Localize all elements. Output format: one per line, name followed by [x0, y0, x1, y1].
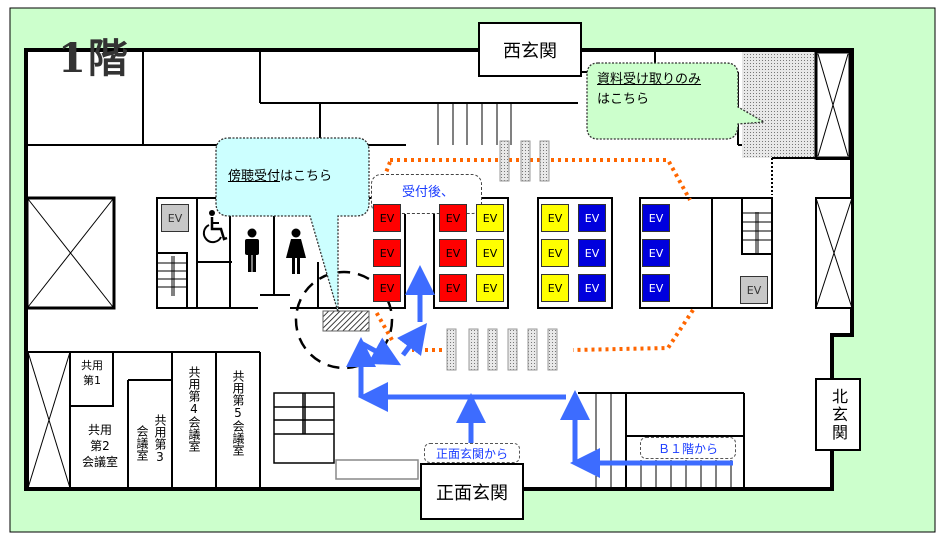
- elevator-banks: [372, 197, 773, 309]
- shared-room-3-line1: 共用第3: [153, 414, 167, 464]
- ev-label: EV: [746, 283, 762, 297]
- gallery-reception-suffix: はこちら: [280, 169, 333, 184]
- north-entrance[interactable]: 北玄関: [815, 378, 861, 451]
- shared-room-1-label: 共用第1: [81, 359, 103, 387]
- main-entrance-label: 正面玄関: [436, 482, 508, 504]
- shared-room-5-label: 共用第5会議室: [231, 370, 245, 456]
- gallery-reception-callout: 傍聴受付はこちら: [228, 167, 332, 187]
- security-gates-top: [499, 140, 550, 182]
- documents-callout-line1: 資料受け取りのみ: [597, 72, 702, 87]
- ev-label: EV: [547, 211, 563, 225]
- elevator-bank1-3: EV: [373, 274, 401, 302]
- shared-room-3: 共用第3 会議室: [132, 404, 170, 474]
- after-reception-label: 受付後、: [402, 185, 455, 200]
- elevator-bank3-2a: EV: [541, 239, 569, 267]
- ev-label: EV: [445, 281, 461, 295]
- bench: [335, 459, 419, 480]
- ev-label: EV: [648, 281, 664, 295]
- shared-room-1: 共用第1: [74, 358, 110, 388]
- reception-desk: [322, 310, 370, 332]
- ev-label: EV: [379, 246, 395, 260]
- elevator-bank2-2a: EV: [439, 239, 467, 267]
- ev-label: EV: [584, 246, 600, 260]
- from-b1-label: Ｂ１階から: [657, 441, 718, 456]
- documents-counter: [742, 52, 816, 158]
- from-b1-tag: Ｂ１階から: [640, 437, 736, 459]
- west-entrance-label: 西玄関: [503, 40, 557, 62]
- queue-line: [373, 158, 695, 352]
- elevator-bank3-1a: EV: [541, 204, 569, 232]
- security-gates-bottom: [446, 328, 558, 371]
- ev-label: EV: [547, 246, 563, 260]
- elevator-bank3-3b: EV: [578, 274, 606, 302]
- ev-label: EV: [648, 211, 664, 225]
- from-main-entrance-tag: 正面玄関から: [424, 443, 520, 463]
- service-elevator-right: EV: [740, 276, 768, 304]
- elevator-bank2-2b: EV: [476, 239, 504, 267]
- documents-callout-line2: はこちら: [597, 92, 650, 107]
- ev-label: EV: [482, 246, 498, 260]
- elevator-bank2-3b: EV: [476, 274, 504, 302]
- stairs-bottom-left: [273, 392, 335, 464]
- ev-label: EV: [167, 211, 183, 225]
- ev-label: EV: [379, 281, 395, 295]
- ev-label: EV: [445, 246, 461, 260]
- elevator-bank4-2: EV: [642, 239, 670, 267]
- meeting-rooms: [26, 351, 261, 488]
- main-entrance[interactable]: 正面玄関: [420, 463, 524, 520]
- male-restroom-icon: [245, 228, 259, 272]
- ev-label: EV: [482, 281, 498, 295]
- ev-label: EV: [584, 281, 600, 295]
- ev-label: EV: [547, 281, 563, 295]
- service-elevator-left: EV: [161, 204, 189, 232]
- elevator-bank3-2b: EV: [578, 239, 606, 267]
- stairs-right-small: [742, 212, 772, 254]
- stairs-left-small: [157, 256, 187, 296]
- female-restroom-icon: [286, 228, 306, 274]
- elevator-bank4-3: EV: [642, 274, 670, 302]
- shared-room-4-label: 共用第4会議室: [187, 366, 201, 452]
- ev-label: EV: [648, 246, 664, 260]
- elevator-bank3-1b: EV: [578, 204, 606, 232]
- wheelchair-icon: [202, 210, 228, 244]
- shared-room-2-line2: 第2: [90, 439, 110, 453]
- route-arrows: [346, 265, 733, 478]
- route-arrow-diag: [397, 323, 427, 357]
- gallery-reception-callout-shape: [215, 137, 370, 313]
- gallery-reception-label: 傍聴受付: [228, 169, 281, 184]
- documents-callout: 資料受け取りのみ はこちら: [597, 70, 701, 110]
- reception-area-circle: [294, 270, 394, 370]
- elevator-bank1-1: EV: [373, 204, 401, 232]
- shared-room-2: 共用 第2 会議室: [72, 422, 128, 470]
- elevator-bank4-1: EV: [642, 204, 670, 232]
- elevator-bank2-3a: EV: [439, 274, 467, 302]
- north-entrance-label: 北玄関: [829, 387, 848, 442]
- elevator-bank3-3a: EV: [541, 274, 569, 302]
- elevator-bank1-2: EV: [373, 239, 401, 267]
- ev-label: EV: [379, 211, 395, 225]
- stairs-top: [437, 103, 512, 145]
- ev-label: EV: [482, 211, 498, 225]
- documents-callout-shape: [586, 62, 766, 140]
- floor-title: 1階: [58, 35, 130, 82]
- shared-room-2-line1: 共用: [87, 423, 112, 437]
- route-arrow-to-desk: [359, 337, 402, 366]
- elevator-bank2-1b: EV: [476, 204, 504, 232]
- west-entrance[interactable]: 西玄関: [478, 22, 582, 77]
- shared-room-5: 共用第5会議室: [226, 370, 250, 460]
- shared-room-2-line3: 会議室: [81, 455, 118, 469]
- ev-label: EV: [584, 211, 600, 225]
- shared-room-4: 共用第4会議室: [182, 366, 206, 456]
- elevator-bank2-1a: EV: [439, 204, 467, 232]
- shared-room-3-line2: 会議室: [135, 425, 149, 461]
- ev-label: EV: [445, 211, 461, 225]
- from-main-entrance-label: 正面玄関から: [435, 446, 508, 461]
